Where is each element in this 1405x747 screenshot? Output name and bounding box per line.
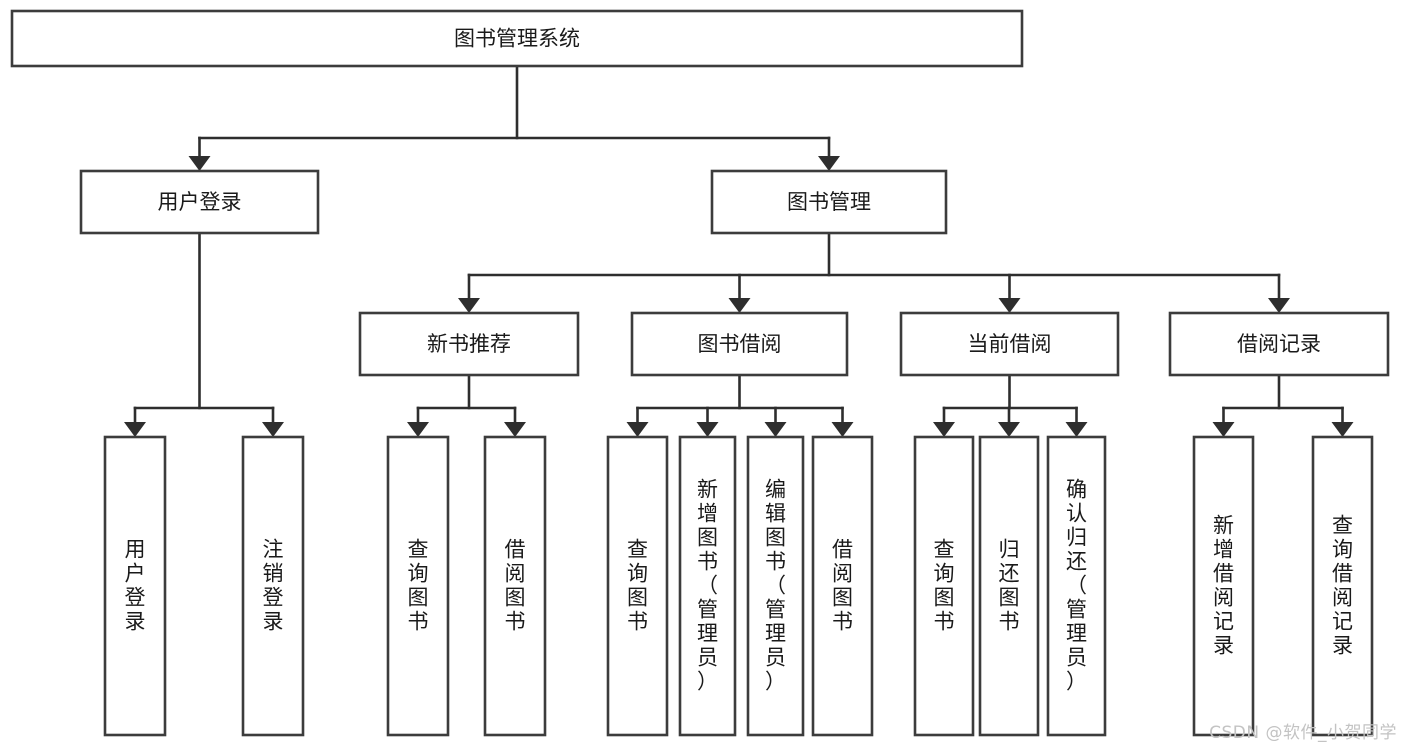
node-root-system-label: 图书管理系统 [454,27,580,51]
node-cb-confirm-return-box[interactable] [1046,435,1107,737]
node-nbr-query-book[interactable]: 查询图书 [386,435,450,737]
node-user-login-do-box[interactable] [103,435,167,737]
node-cb-query-book[interactable]: 查询图书 [913,435,975,737]
node-bb-edit-book[interactable]: 编辑图书（管理员） [746,435,805,737]
node-nbr-borrow-book[interactable]: 借阅图书 [483,435,547,737]
node-cb-return-book-label: 归还图书 [999,538,1020,634]
node-new-book-recommend-label: 新书推荐 [427,332,511,356]
node-br-add-record-label: 新增借阅记录 [1213,514,1234,658]
node-bb-query-book-label: 查询图书 [627,538,648,634]
book-manage-to-level3-arrow-1 [728,298,751,313]
node-borrow-record-label: 借阅记录 [1237,332,1321,356]
node-bb-borrow-book-box[interactable] [811,435,874,737]
node-root-system[interactable]: 图书管理系统 [10,9,1024,68]
node-current-borrow[interactable]: 当前借阅 [899,311,1120,377]
node-cb-query-book-label: 查询图书 [934,538,955,634]
new-book-recommend-to-leaves-arrow-0 [407,422,429,437]
book-borrow-to-leaves-arrow-3 [831,422,854,437]
node-user-logout[interactable]: 注销登录 [241,435,305,737]
node-book-borrow-box[interactable] [630,311,849,377]
node-user-login-do[interactable]: 用户登录 [103,435,167,737]
book-manage-to-level3-arrow-0 [458,298,480,313]
node-bb-borrow-book-label: 借阅图书 [832,538,853,634]
node-user-login-do-label: 用户登录 [125,538,146,634]
node-borrow-record[interactable]: 借阅记录 [1168,311,1390,377]
node-cb-return-book[interactable]: 归还图书 [978,435,1040,737]
node-current-borrow-label: 当前借阅 [968,332,1052,356]
node-bb-query-book-box[interactable] [606,435,669,737]
node-cb-return-book-box[interactable] [978,435,1040,737]
node-br-add-record-box[interactable] [1192,435,1255,737]
book-manage-to-level3-arrow-3 [1268,298,1290,313]
node-bb-query-book[interactable]: 查询图书 [606,435,669,737]
node-new-book-recommend-box[interactable] [358,311,580,377]
node-user-logout-box[interactable] [241,435,305,737]
book-borrow-to-leaves-arrow-0 [626,422,649,437]
node-cb-query-book-box[interactable] [913,435,975,737]
borrow-record-to-leaves-arrow-0 [1212,422,1235,437]
node-layer: 图书管理系统用户登录图书管理新书推荐图书借阅当前借阅借阅记录用户登录注销登录查询… [10,9,1390,737]
node-book-manage-label: 图书管理 [787,190,871,214]
node-bb-add-book-label: 新增图书（管理员） [697,478,718,694]
node-nbr-query-book-box[interactable] [386,435,450,737]
borrow-record-to-leaves-arrow-1 [1331,422,1354,437]
node-bb-edit-book-label: 编辑图书（管理员） [765,478,786,694]
node-new-book-recommend[interactable]: 新书推荐 [358,311,580,377]
current-borrow-to-leaves-arrow-1 [998,422,1020,437]
node-user-login-label: 用户登录 [158,190,242,214]
node-nbr-query-book-label: 查询图书 [408,538,429,634]
node-cb-confirm-return[interactable]: 确认归还（管理员） [1046,435,1107,737]
connector-layer [124,64,1354,437]
node-bb-borrow-book[interactable]: 借阅图书 [811,435,874,737]
node-nbr-borrow-book-box[interactable] [483,435,547,737]
current-borrow-to-leaves-arrow-2 [1065,422,1088,437]
root-to-level2-arrow-1 [818,156,840,171]
node-book-borrow-label: 图书借阅 [698,332,782,356]
current-borrow-to-leaves-arrow-0 [933,422,955,437]
node-nbr-borrow-book-label: 借阅图书 [505,538,526,634]
book-borrow-to-leaves-arrow-1 [696,422,719,437]
node-bb-add-book[interactable]: 新增图书（管理员） [678,435,737,737]
node-user-login-box[interactable] [79,169,320,235]
node-book-manage-box[interactable] [710,169,948,235]
book-borrow-to-leaves-arrow-2 [764,422,787,437]
node-borrow-record-box[interactable] [1168,311,1390,377]
root-to-level2-arrow-0 [188,156,211,171]
user-login-to-leaves-arrow-1 [262,422,284,437]
node-br-query-record[interactable]: 查询借阅记录 [1311,435,1374,737]
node-br-query-record-box[interactable] [1311,435,1374,737]
book-manage-to-level3-arrow-2 [998,298,1021,313]
node-br-add-record[interactable]: 新增借阅记录 [1192,435,1255,737]
node-current-borrow-box[interactable] [899,311,1120,377]
node-user-login[interactable]: 用户登录 [79,169,320,235]
node-root-system-box[interactable] [10,9,1024,68]
node-bb-add-book-box[interactable] [678,435,737,737]
node-book-manage[interactable]: 图书管理 [710,169,948,235]
user-login-to-leaves-arrow-0 [124,422,146,437]
new-book-recommend-to-leaves-arrow-1 [504,422,526,437]
node-br-query-record-label: 查询借阅记录 [1332,514,1353,658]
node-cb-confirm-return-label: 确认归还（管理员） [1066,478,1087,694]
node-user-logout-label: 注销登录 [263,538,284,634]
node-bb-edit-book-box[interactable] [746,435,805,737]
node-book-borrow[interactable]: 图书借阅 [630,311,849,377]
